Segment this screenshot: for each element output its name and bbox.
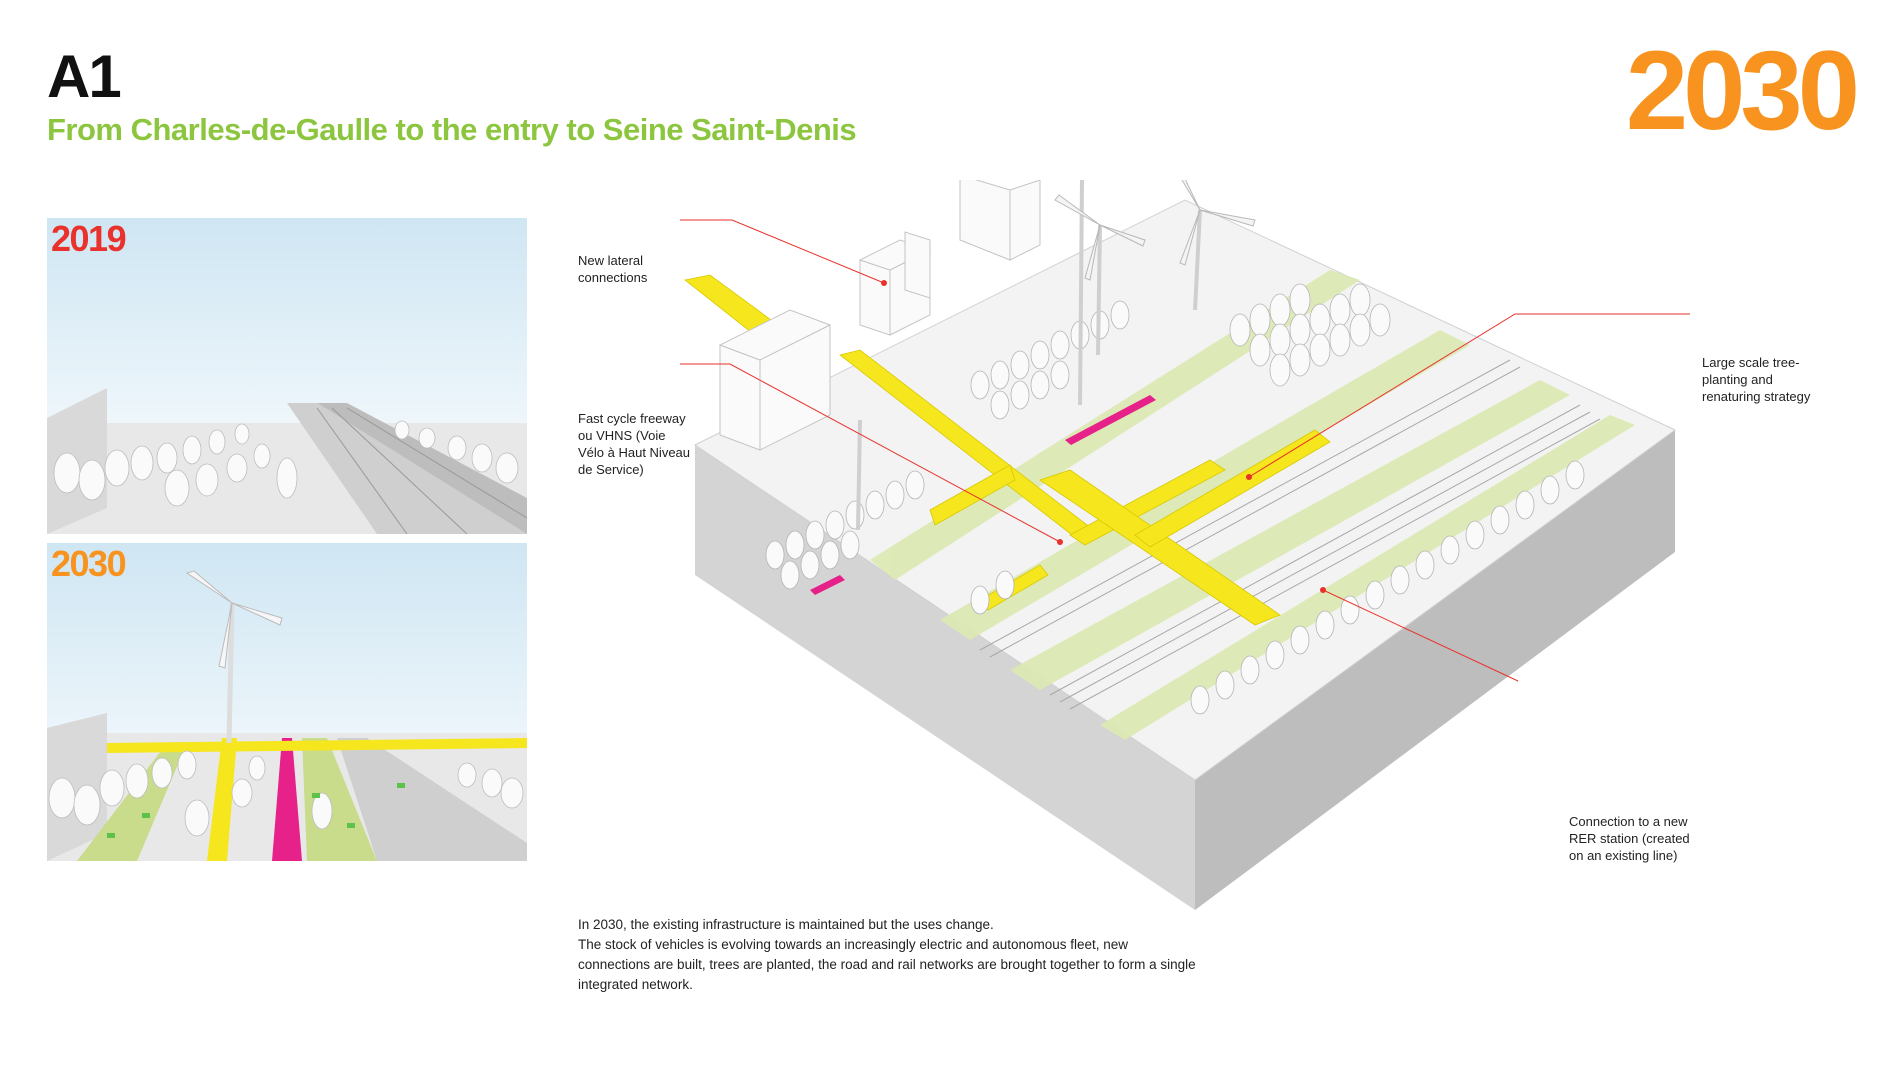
rail-lines <box>979 359 1601 710</box>
page-subtitle: From Charles-de-Gaulle to the entry to S… <box>47 112 857 147</box>
scenario-year: 2030 <box>1625 28 1860 153</box>
callout-leaders <box>680 219 1690 682</box>
callout-markers <box>881 280 1326 593</box>
description-caption: In 2030, the existing infrastructure is … <box>578 915 1198 995</box>
callout-fast-cycle-freeway: Fast cycle freeway ou VHNS (Voie Vélo à … <box>578 411 691 477</box>
caption-line-2: The stock of vehicles is evolving toward… <box>578 937 1196 992</box>
thumbnail-2019: 2019 <box>47 218 527 534</box>
thumbnail-2030: 2030 <box>47 543 527 861</box>
callout-tree-planting: Large scale tree- planting and renaturin… <box>1702 355 1811 404</box>
perspective-2030-image <box>47 543 527 861</box>
perspective-2019-image <box>47 218 527 534</box>
block-right-face <box>1195 430 1675 910</box>
callout-rer-station: Connection to a new RER station (created… <box>1569 814 1690 863</box>
wind-turbines <box>856 180 1256 531</box>
cycle-lanes <box>810 395 1156 595</box>
buildings <box>718 180 1041 451</box>
axonometric-diagram <box>680 180 1690 910</box>
thumbnail-year-label: 2019 <box>51 218 127 259</box>
caption-line-1: In 2030, the existing infrastructure is … <box>578 917 994 932</box>
callout-new-lateral-connections: New lateral connections <box>578 253 648 285</box>
green-strips <box>870 270 1635 740</box>
section-code: A1 <box>47 43 122 110</box>
thumbnail-year-label: 2030 <box>51 543 127 584</box>
block-left-face <box>695 445 1195 910</box>
